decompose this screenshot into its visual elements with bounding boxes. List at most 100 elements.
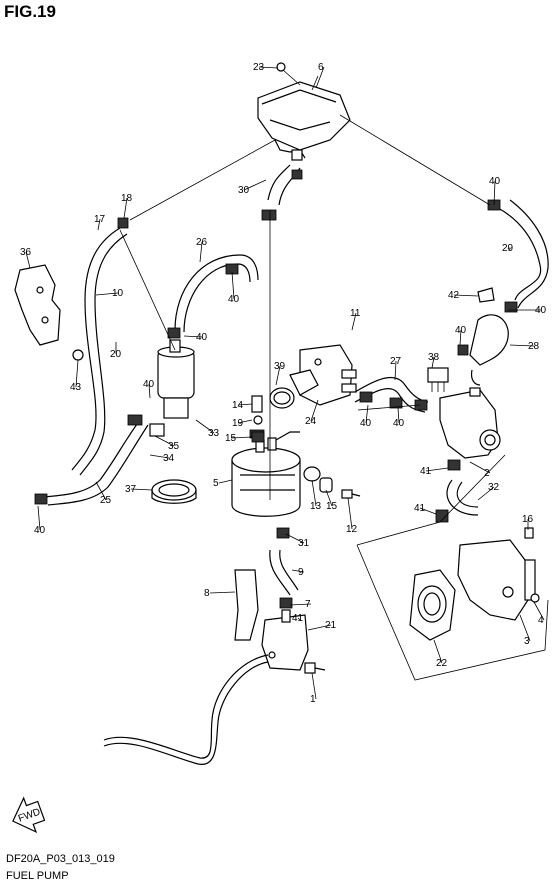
part-28-fitting: [457, 314, 509, 386]
callout-leader: [347, 497, 353, 530]
callout-leader: [291, 569, 305, 573]
callout-number: 40: [455, 325, 467, 336]
part-10-long-hose: [71, 217, 129, 476]
callout-number: 36: [20, 247, 32, 258]
part-16-bolt: [524, 527, 534, 539]
callout-leader: [297, 617, 301, 621]
part-26-hose: [167, 254, 259, 339]
callout-leader: [311, 479, 317, 507]
callout-leader: [307, 624, 332, 631]
callout-leader: [459, 329, 462, 346]
callout-leader: [130, 488, 153, 491]
callout-number: 23: [253, 62, 265, 73]
part-19-washer: [253, 415, 263, 425]
callout-number: 19: [232, 418, 244, 429]
callout-leader: [148, 383, 151, 399]
callout-number: 15: [225, 433, 237, 444]
callout-number: 40: [143, 379, 155, 390]
callout-leader: [433, 639, 443, 664]
callout-number: 13: [310, 501, 322, 512]
part-37-clamp-ring: [151, 479, 197, 504]
part-36-bracket: [14, 264, 84, 361]
callout-number: 17: [94, 214, 106, 225]
part-25-hose: [34, 414, 149, 506]
callout-number: 20: [110, 349, 122, 360]
callout-leader: [419, 507, 437, 515]
callout-leader: [365, 404, 369, 424]
callout-leader: [75, 359, 79, 388]
callout-number: 30: [238, 185, 250, 196]
callout-number: 31: [298, 538, 310, 549]
callout-leader: [310, 399, 319, 422]
callout-number: 1: [310, 694, 316, 705]
callout-leader: [237, 419, 253, 424]
part-15-spacer: [319, 477, 333, 493]
callout-number: 41: [414, 503, 426, 514]
callout-number: 2: [484, 468, 490, 479]
callout-leader: [289, 603, 312, 606]
fwd-arrow-icon: FWD: [12, 796, 46, 834]
diagram-name: FUEL PUMP: [6, 870, 69, 882]
callout-number: 26: [196, 237, 208, 248]
callout-leader: [243, 179, 267, 191]
callout-leader: [123, 197, 128, 219]
part-30-hose: [261, 164, 303, 221]
part-14-collar: [251, 395, 263, 413]
callout-number: 3: [524, 636, 530, 647]
part-29-hose: [487, 199, 549, 313]
callout-leader: [183, 335, 203, 338]
callout-number: 40: [535, 305, 547, 316]
part-3-assembly: [409, 569, 456, 641]
callout-number: 25: [100, 495, 112, 506]
callout-leader: [218, 479, 233, 484]
callout-leader: [311, 672, 317, 700]
callout-leader: [199, 241, 203, 263]
part-32-hose: [435, 479, 479, 523]
callout-number: 16: [522, 514, 534, 525]
callout-number: 34: [163, 453, 175, 464]
callout-leader: [154, 435, 175, 447]
callout-leader: [394, 360, 397, 381]
figure-title: FIG.19: [4, 2, 56, 21]
callout-number: 40: [228, 294, 240, 305]
callout-leader: [325, 489, 333, 507]
callout-leader: [397, 407, 400, 424]
part-7-fitting: [261, 609, 309, 671]
callout-number: 22: [436, 658, 448, 669]
callout-leader: [469, 461, 491, 474]
callout-number: 5: [213, 478, 219, 489]
callout-leader: [509, 344, 535, 347]
callout-number: 21: [325, 620, 337, 631]
callout-number: 40: [489, 176, 501, 187]
callout-number: 37: [125, 484, 137, 495]
callout-number: 43: [70, 382, 82, 393]
callout-number: 42: [448, 290, 460, 301]
callout-number: 11: [350, 308, 361, 319]
callout-number: 41: [420, 466, 432, 477]
callout-leader: [195, 419, 215, 434]
callout-leader: [237, 403, 253, 406]
part-5-fuel-pump: [231, 429, 301, 517]
callout-leader: [97, 218, 101, 231]
callout-leader: [431, 356, 435, 369]
part-24-cover: [289, 344, 357, 406]
part-31-hose: [269, 527, 299, 609]
callout-number: 27: [390, 356, 402, 367]
part-15-clip: [251, 431, 265, 443]
callout-number: 32: [488, 482, 500, 493]
part-9-bracket: [234, 569, 259, 641]
callout-number: 9: [298, 567, 304, 578]
part-42-clamp: [477, 287, 495, 303]
callout-number: 15: [326, 501, 338, 512]
callout-number: 18: [121, 193, 133, 204]
callout-leader: [453, 294, 479, 297]
callout-number: 40: [393, 418, 405, 429]
callout-leader: [37, 505, 41, 531]
part-27-hose: [354, 376, 429, 413]
callout-number: 12: [346, 524, 358, 535]
callout-number: 7: [305, 599, 311, 610]
callout-number: 41: [292, 613, 304, 624]
callout-leader: [425, 467, 449, 472]
